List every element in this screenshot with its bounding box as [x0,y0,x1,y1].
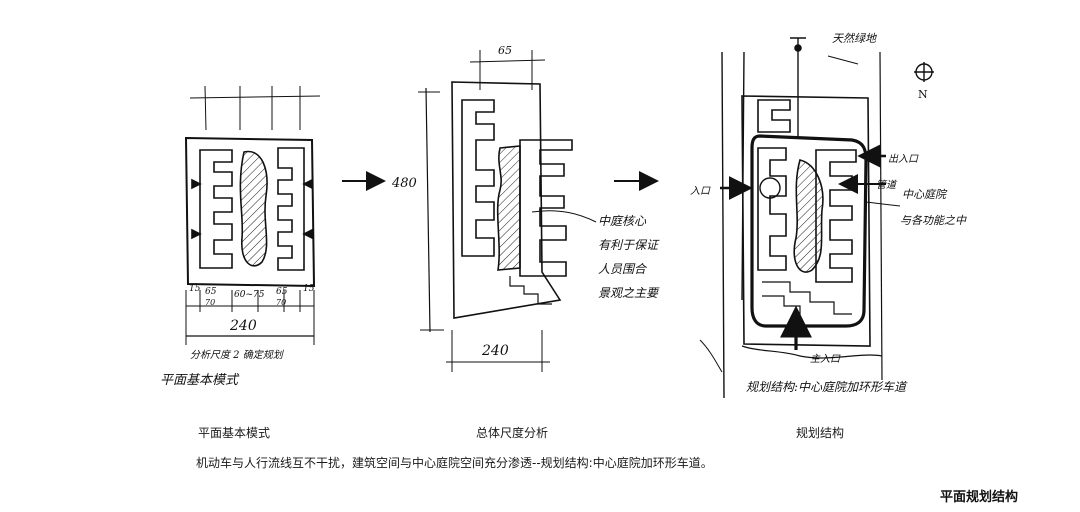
caption-basic-mode: 平面基本模式 [198,426,271,440]
s3-north: N [918,88,928,101]
s2-dim-top: 65 [498,44,512,57]
s3-bottom-note: 规划结构:中心庭院加环形车道 [746,380,907,394]
s2-note-0: 中庭核心 [598,214,647,228]
section-title: 平面规划结构 [940,490,1019,505]
s2-note-2: 人员围合 [598,262,647,276]
s1-dim-seg3b: 70 [276,298,287,307]
s3-right-note-1: 中心庭院 [902,188,946,201]
s1-dim-15-left: 15 [189,284,201,294]
s1-dim-seg3: 65 [276,287,288,297]
s3-top-label: 天然绿地 [832,32,876,45]
s1-note-title: 平面基本模式 [160,373,239,388]
s1-dim-seg1: 65 [205,287,217,297]
s1-note-bottom: 分析尺度 2 确定规划 [190,350,283,361]
s3-right-entry: 出入口 [888,154,918,165]
s1-dim-seg2: 60~75 [234,290,265,300]
s2-dim-width: 240 [482,343,509,359]
sketch-basic-mode [184,85,321,345]
s1-dim-seg1b: 70 [205,298,216,307]
description-text: 机动车与人行流线互不干扰，建筑空间与中心庭院空间充分渗透--规划结构:中心庭院加… [196,456,713,470]
s2-dim-height: 480 [392,176,417,191]
s3-right-note-2: 与各功能之中 [900,214,966,227]
s1-dim-15-right: 15 [303,284,315,294]
sketch-scale-analysis [418,50,597,372]
s2-note-1: 有利于保证 [598,238,659,252]
s3-bottom-entry: 主入口 [810,354,840,365]
sketch-planning-structure [699,37,934,399]
caption-planning-structure: 规划结构 [796,426,845,440]
s3-right-note-0: 管道 [876,180,896,191]
caption-scale-analysis: 总体尺度分析 [476,426,549,440]
s1-dim-total: 240 [230,318,257,334]
s2-note-3: 景观之主要 [598,286,659,300]
s3-left-entry: 入口 [690,186,710,197]
